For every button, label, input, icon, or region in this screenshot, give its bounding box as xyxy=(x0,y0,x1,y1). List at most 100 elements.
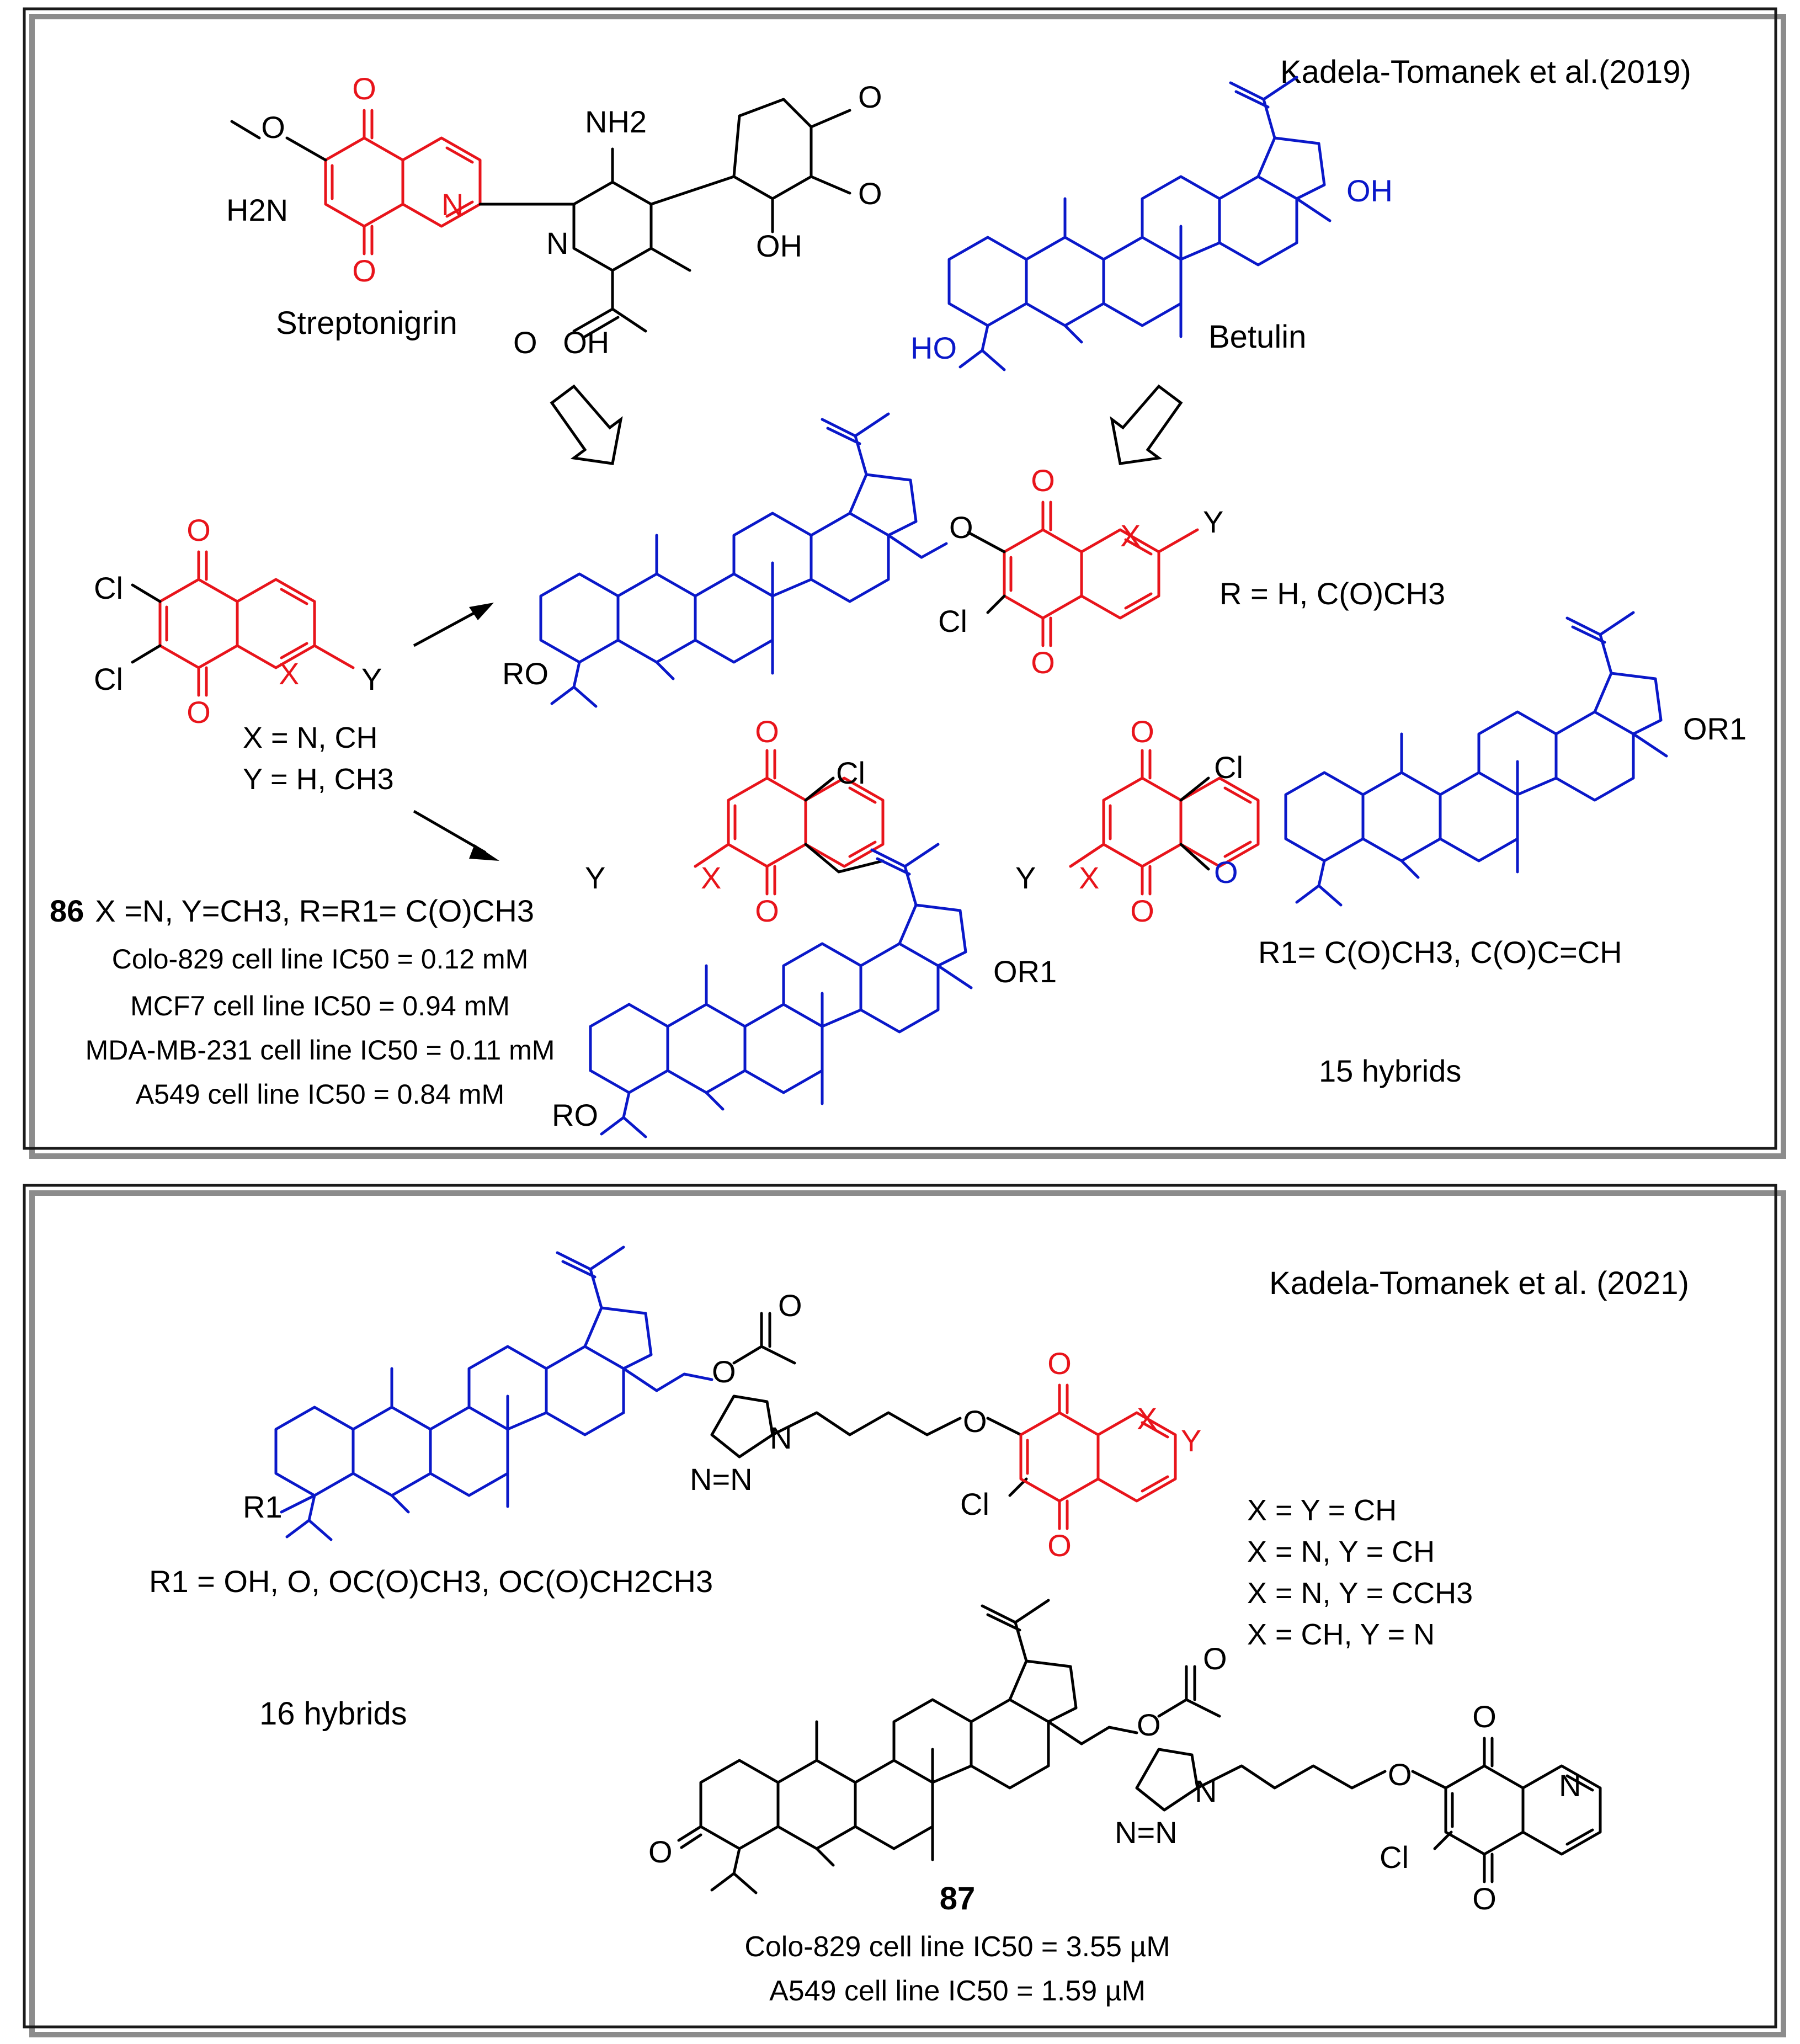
general-ester-o2: O xyxy=(778,1288,802,1323)
reagent-cl2: Cl xyxy=(94,662,123,696)
product-b-x: X xyxy=(701,860,721,895)
reagent-y-definition: Y = H, CH3 xyxy=(243,763,394,796)
general-cl: Cl xyxy=(960,1487,989,1521)
streptonigrin-structure: O O O H2N N N NH2 OH O O O OH xyxy=(226,71,882,360)
general-r1-definition: R1 = OH, O, OC(O)CH3, OC(O)CH2CH3 xyxy=(149,1564,713,1599)
product-b-y: Y xyxy=(585,860,605,895)
general-xy-definition-1: X = Y = CH xyxy=(1247,1494,1397,1527)
product-b-structure xyxy=(590,750,971,1137)
product-b-ro: RO xyxy=(552,1098,598,1132)
compound-87-ether-o: O xyxy=(1388,1757,1412,1792)
general-quinone-o2: O xyxy=(1047,1528,1072,1563)
compound-87-ester-o2: O xyxy=(1203,1641,1227,1676)
general-y: Y xyxy=(1181,1423,1201,1458)
general-xy-definition-2: X = N, Y = CH xyxy=(1247,1535,1435,1568)
product-b-cl: Cl xyxy=(836,755,865,790)
product-c-or1: OR1 xyxy=(1683,711,1746,746)
compound-87-structure xyxy=(677,1600,1600,1893)
reagent-x: X xyxy=(279,656,299,691)
streptonigrin-amino-left: H2N xyxy=(226,193,288,227)
streptonigrin-amino-top: NH2 xyxy=(585,104,647,139)
compound-87-ester-o1: O xyxy=(1137,1707,1161,1742)
product-a-x: X xyxy=(1120,518,1141,553)
product-a-r-definition: R = H, C(O)CH3 xyxy=(1219,576,1445,611)
product-a-o1: O xyxy=(1031,463,1055,498)
product-c-count: 15 hybrids xyxy=(1319,1053,1461,1088)
dichloroquinone-structure xyxy=(160,552,355,695)
general-ester-o1: O xyxy=(712,1354,736,1389)
compound-86-definition: 86 X =N, Y=CH3, R=R1= C(O)CH3 xyxy=(50,893,534,928)
compound-86-activity-a549: A549 cell line IC50 = 0.84 mM xyxy=(136,1079,504,1110)
product-c-o-link: O xyxy=(1214,855,1238,890)
compound-87-cl: Cl xyxy=(1380,1840,1409,1875)
product-a-o2: O xyxy=(1031,645,1055,680)
compound-87-keto-o: O xyxy=(648,1834,673,1869)
streptonigrin-oh: OH xyxy=(756,228,802,263)
compound-87-quinone-o1: O xyxy=(1472,1699,1497,1734)
triazole-hybrid-general-structure xyxy=(276,1247,1175,1540)
product-b-o1: O xyxy=(755,714,779,749)
compound-86-activity-mcf7: MCF7 cell line IC50 = 0.94 mM xyxy=(130,991,510,1021)
streptonigrin-label: Streptonigrin xyxy=(276,305,457,341)
general-quinone-o1: O xyxy=(1047,1346,1072,1381)
betulin-label: Betulin xyxy=(1208,319,1306,355)
product-c-o1: O xyxy=(1130,714,1154,749)
reagent-y: Y xyxy=(361,662,382,696)
general-x: X xyxy=(1137,1401,1157,1436)
betulin-ho: HO xyxy=(910,331,957,365)
compound-87-activity-a549: A549 cell line IC50 = 1.59 µM xyxy=(769,1975,1146,2007)
hollow-arrow-left xyxy=(550,384,623,465)
product-c-o2: O xyxy=(1130,893,1154,928)
product-b-or1: OR1 xyxy=(993,954,1057,989)
compound-87-n: N xyxy=(1559,1768,1581,1803)
product-c-y: Y xyxy=(1015,860,1036,895)
reagent-x-definition: X = N, CH xyxy=(243,721,378,754)
reagent-o1: O xyxy=(187,513,211,547)
compound-86-def-text: X =N, Y=CH3, R=R1= C(O)CH3 xyxy=(95,893,534,928)
frame-top xyxy=(23,7,1786,1159)
streptonigrin-pyridine-n: N xyxy=(546,226,568,260)
frame-bottom xyxy=(23,1184,1786,2037)
compound-86-activity-mdamb231: MDA-MB-231 cell line IC50 = 0.11 mM xyxy=(86,1035,555,1066)
general-ether-o: O xyxy=(963,1404,987,1439)
streptonigrin-ome1: O xyxy=(858,79,882,114)
general-triazole-n1: N xyxy=(770,1420,792,1455)
compound-87-label: 87 xyxy=(940,1881,976,1917)
streptonigrin-acid: O OH xyxy=(513,325,609,360)
general-xy-definition-4: X = CH, Y = N xyxy=(1247,1618,1435,1651)
streptonigrin-o-top: O xyxy=(352,71,376,106)
betulin-ch2oh: OH xyxy=(1346,173,1393,208)
compound-87-activity-colo829: Colo-829 cell line IC50 = 3.55 µM xyxy=(744,1931,1170,1963)
compound-87-quinone-o2: O xyxy=(1472,1881,1497,1916)
product-a-o-link: O xyxy=(949,510,973,545)
general-triazole-n23: N=N xyxy=(690,1462,753,1497)
hollow-arrow-right xyxy=(1110,384,1183,465)
compound-86-activity-colo829: Colo-829 cell line IC50 = 0.12 mM xyxy=(112,944,529,975)
citation-2021: Kadela-Tomanek et al. (2021) xyxy=(1269,1265,1689,1301)
dichloroquinone-cl-bonds xyxy=(131,583,162,664)
streptonigrin-ome2: O xyxy=(858,176,882,211)
reagent-cl1: Cl xyxy=(94,571,123,605)
product-c-structure xyxy=(1069,613,1666,905)
reaction-arrow-lower xyxy=(413,810,499,861)
compound-86-label: 86 xyxy=(50,893,84,928)
product-a-y: Y xyxy=(1203,504,1223,539)
general-count: 16 hybrids xyxy=(259,1696,407,1732)
product-a-structure xyxy=(541,414,1199,706)
product-a-ro: RO xyxy=(502,656,548,691)
product-c-x: X xyxy=(1079,860,1099,895)
general-r1: R1 xyxy=(243,1489,283,1524)
product-c-r1-definition: R1= C(O)CH3, C(O)C=CH xyxy=(1258,935,1622,970)
compound-87-triazole-n23: N=N xyxy=(1115,1815,1178,1850)
reagent-o2: O xyxy=(187,695,211,730)
product-b-o2: O xyxy=(755,893,779,928)
product-a-cl: Cl xyxy=(938,604,967,638)
citation-2019: Kadela-Tomanek et al.(2019) xyxy=(1280,54,1691,90)
streptonigrin-ring-n: N xyxy=(441,187,464,222)
compound-87-triazole-n1: N xyxy=(1195,1774,1217,1808)
reaction-arrow-upper xyxy=(413,603,494,647)
streptonigrin-o-bottom: O xyxy=(352,253,376,288)
product-c-cl: Cl xyxy=(1214,750,1243,785)
general-xy-definition-3: X = N, Y = CCH3 xyxy=(1247,1577,1473,1610)
